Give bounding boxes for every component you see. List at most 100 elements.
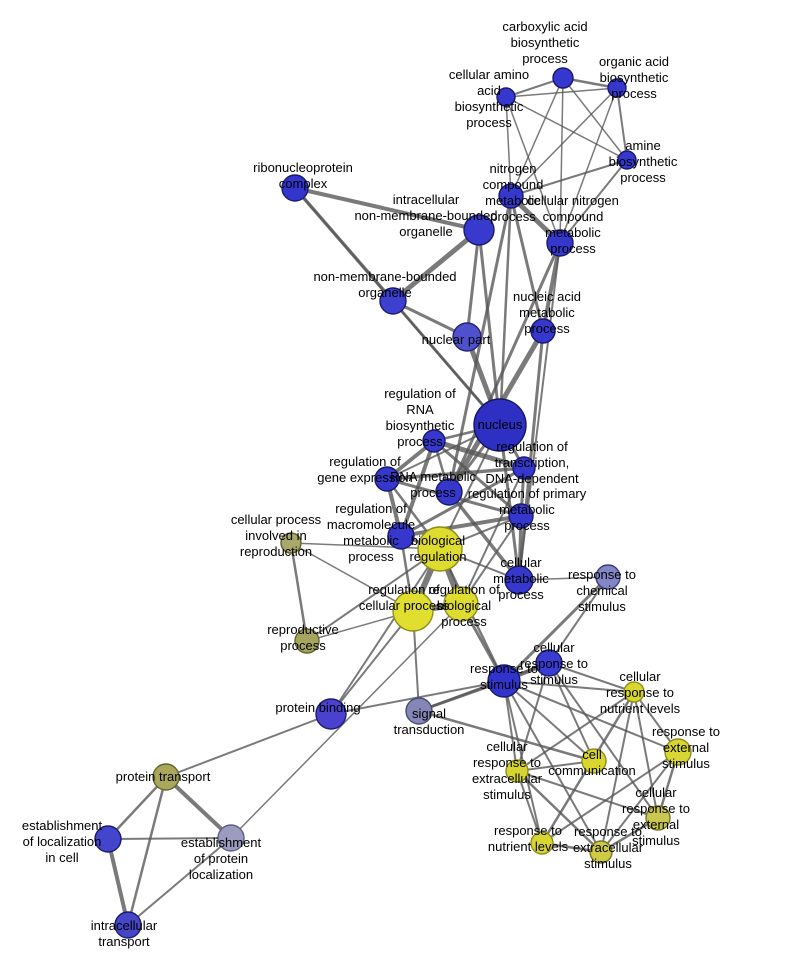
node-response-to-extracellular-stimulus[interactable] <box>589 840 613 864</box>
node-nucleus[interactable] <box>473 398 527 452</box>
node-label-regulation-of-rna-biosynthetic-process: regulation of <box>384 386 456 401</box>
node-organic-acid-biosynthetic-process[interactable] <box>607 78 627 98</box>
edge-protein-transport--intracellular-transport <box>126 775 168 927</box>
edge-establishment-of-protein-localization--regulation-of-biological-process <box>230 603 462 839</box>
node-nitrogen-compound-metabolic-process[interactable] <box>498 183 524 209</box>
edge-cellular-response-to-extracellular-stimulus--cellular-response-to-external-stimulus <box>516 770 659 819</box>
node-label-carboxylic-acid-biosynthetic-process: process <box>522 51 568 66</box>
node-cellular-process-involved-in-reproduction[interactable] <box>280 532 302 554</box>
edge-regulation-of-transcription-dna-dependent--regulation-of-gene-expression <box>385 466 526 481</box>
node-regulation-of-rna-biosynthetic-process[interactable] <box>422 429 446 453</box>
edge-nucleic-acid-metabolic-process--cellular-metabolic-process <box>517 329 545 582</box>
node-non-membrane-bounded-organelle[interactable] <box>379 287 407 315</box>
edge-cellular-response-to-extracellular-stimulus--cell-communication <box>516 760 595 772</box>
node-label-establishment-of-localization-in-cell: of localization <box>23 834 102 849</box>
node-cell-communication[interactable] <box>581 748 607 774</box>
node-regulation-of-biological-process[interactable] <box>443 586 479 622</box>
node-amine-biosynthetic-process[interactable] <box>617 150 637 170</box>
node-establishment-of-localization-in-cell[interactable] <box>94 825 122 853</box>
edge-cellular-response-to-stimulus--signal-transduction <box>417 661 551 713</box>
node-cellular-amino-acid-biosynthetic-process[interactable] <box>496 87 516 107</box>
edge-organic-acid-biosynthetic-process--cellular-nitrogen-compound-metabolic-process <box>559 87 618 244</box>
node-response-to-nutrient-levels[interactable] <box>530 831 554 855</box>
edge-cellular-response-to-extracellular-stimulus--response-to-nutrient-levels <box>516 770 543 844</box>
node-label-regulation-of-macromolecule-metabolic-process: process <box>348 549 394 564</box>
node-label-organic-acid-biosynthetic-process: organic acid <box>599 54 669 69</box>
node-response-to-stimulus[interactable] <box>487 664 521 698</box>
node-biological-regulation[interactable] <box>417 526 463 572</box>
node-cellular-response-to-stimulus[interactable] <box>535 649 563 677</box>
node-label-amine-biosynthetic-process: process <box>620 170 666 185</box>
node-label-ribonucleoprotein-complex: ribonucleoprotein <box>253 160 353 175</box>
node-response-to-external-stimulus[interactable] <box>664 738 692 766</box>
node-label-cellular-process-involved-in-reproduction: reproduction <box>240 544 312 559</box>
edge-response-to-stimulus--cell-communication <box>503 680 595 762</box>
node-regulation-of-cellular-process[interactable] <box>392 590 434 632</box>
node-regulation-of-primary-metabolic-process[interactable] <box>508 503 534 529</box>
node-intracellular-non-membrane-bounded-organelle[interactable] <box>463 214 495 246</box>
node-cellular-response-to-extracellular-stimulus[interactable] <box>505 759 529 783</box>
node-protein-binding[interactable] <box>315 698 347 730</box>
edge-intracellular-non-membrane-bounded-organelle--nucleus <box>477 228 502 427</box>
node-label-regulation-of-rna-biosynthetic-process: RNA <box>406 402 434 417</box>
node-label-intracellular-non-membrane-bounded-organelle: intracellular <box>393 192 460 207</box>
edge-cell-communication--signal-transduction <box>417 709 596 763</box>
edge-response-to-external-stimulus--response-to-nutrient-levels <box>541 751 679 844</box>
edge-protein-binding--biological-regulation <box>330 548 441 715</box>
edge-amine-biosynthetic-process--cellular-nitrogen-compound-metabolic-process <box>559 159 628 244</box>
edge-response-to-stimulus--cellular-response-to-nutrient-levels <box>503 680 635 693</box>
node-protein-transport[interactable] <box>152 763 180 791</box>
node-nucleic-acid-metabolic-process[interactable] <box>530 318 556 344</box>
node-label-intracellular-non-membrane-bounded-organelle: organelle <box>399 224 453 239</box>
node-response-to-chemical-stimulus[interactable] <box>595 564 621 590</box>
node-regulation-of-transcription-dna-dependent[interactable] <box>512 456 536 480</box>
edge-non-membrane-bounded-organelle--nucleus <box>391 299 502 427</box>
node-ribonucleoprotein-complex[interactable] <box>281 174 309 202</box>
node-carboxylic-acid-biosynthetic-process[interactable] <box>552 67 574 89</box>
edge-cellular-response-to-nutrient-levels--cellular-response-to-external-stimulus <box>633 691 659 819</box>
node-cellular-response-to-external-stimulus[interactable] <box>645 805 671 831</box>
edge-nitrogen-compound-metabolic-process--rna-metabolic-process <box>447 194 513 494</box>
edge-cellular-process-involved-in-reproduction--regulation-of-cellular-process <box>290 542 414 612</box>
node-label-cellular-response-to-external-stimulus: stimulus <box>632 833 680 848</box>
edge-carboxylic-acid-biosynthetic-process--nitrogen-compound-metabolic-process <box>510 77 564 197</box>
edge-carboxylic-acid-biosynthetic-process--cellular-nitrogen-compound-metabolic-process <box>559 77 564 244</box>
edge-nitrogen-compound-metabolic-process--nucleus <box>498 194 513 427</box>
edge-amine-biosynthetic-process--nitrogen-compound-metabolic-process <box>510 159 628 197</box>
node-regulation-of-gene-expression[interactable] <box>374 466 400 492</box>
node-cellular-nitrogen-compound-metabolic-process[interactable] <box>546 229 574 257</box>
edge-intracellular-transport--establishment-of-protein-localization <box>127 837 232 926</box>
node-label-amine-biosynthetic-process: amine <box>625 138 660 153</box>
edge-cellular-amino-acid-biosynthetic-process--amine-biosynthetic-process <box>505 96 628 161</box>
edge-ribonucleoprotein-complex--intracellular-non-membrane-bounded-organelle <box>293 186 481 232</box>
edge-regulation-of-rna-biosynthetic-process--regulation-of-transcription-dna-dependent <box>431 438 527 471</box>
edge-organic-acid-biosynthetic-process--nitrogen-compound-metabolic-process <box>510 87 618 197</box>
node-nuclear-part[interactable] <box>452 322 482 352</box>
edge-response-to-external-stimulus--response-to-extracellular-stimulus <box>600 751 679 853</box>
edge-response-to-chemical-stimulus--response-to-stimulus <box>502 575 610 683</box>
node-label-nitrogen-compound-metabolic-process: nitrogen <box>490 161 537 176</box>
node-cellular-metabolic-process[interactable] <box>504 565 534 595</box>
node-cellular-response-to-nutrient-levels[interactable] <box>623 681 645 703</box>
edge-intracellular-non-membrane-bounded-organelle--non-membrane-bounded-organelle <box>390 227 482 304</box>
node-rna-metabolic-process[interactable] <box>435 478 463 506</box>
node-label-cellular-response-to-nutrient-levels: nutrient levels <box>600 701 681 716</box>
edge-response-to-chemical-stimulus--cellular-response-to-stimulus <box>548 576 609 664</box>
node-label-cellular-amino-acid-biosynthetic-process: cellular amino <box>449 67 529 82</box>
edge-cellular-response-to-stimulus--cellular-response-to-extracellular-stimulus <box>516 662 550 772</box>
edges-layer <box>106 76 680 927</box>
edge-cellular-response-to-extracellular-stimulus--response-to-extracellular-stimulus <box>515 769 603 854</box>
node-establishment-of-protein-localization[interactable] <box>217 824 245 852</box>
edge-protein-transport--establishment-of-localization-in-cell <box>106 775 168 841</box>
node-label-signal-transduction: transduction <box>394 722 465 737</box>
node-reproductive-process[interactable] <box>294 628 320 654</box>
node-regulation-of-macromolecule-metabolic-process[interactable] <box>387 522 415 550</box>
edge-protein-transport--establishment-of-protein-localization <box>164 775 233 840</box>
node-signal-transduction[interactable] <box>405 697 433 725</box>
node-intracellular-transport[interactable] <box>114 911 142 939</box>
edge-regulation-of-biological-process--regulation-of-primary-metabolic-process <box>460 515 522 605</box>
edge-reproductive-process--biological-regulation <box>306 548 441 642</box>
edge-response-to-stimulus--response-to-external-stimulus <box>503 680 679 753</box>
